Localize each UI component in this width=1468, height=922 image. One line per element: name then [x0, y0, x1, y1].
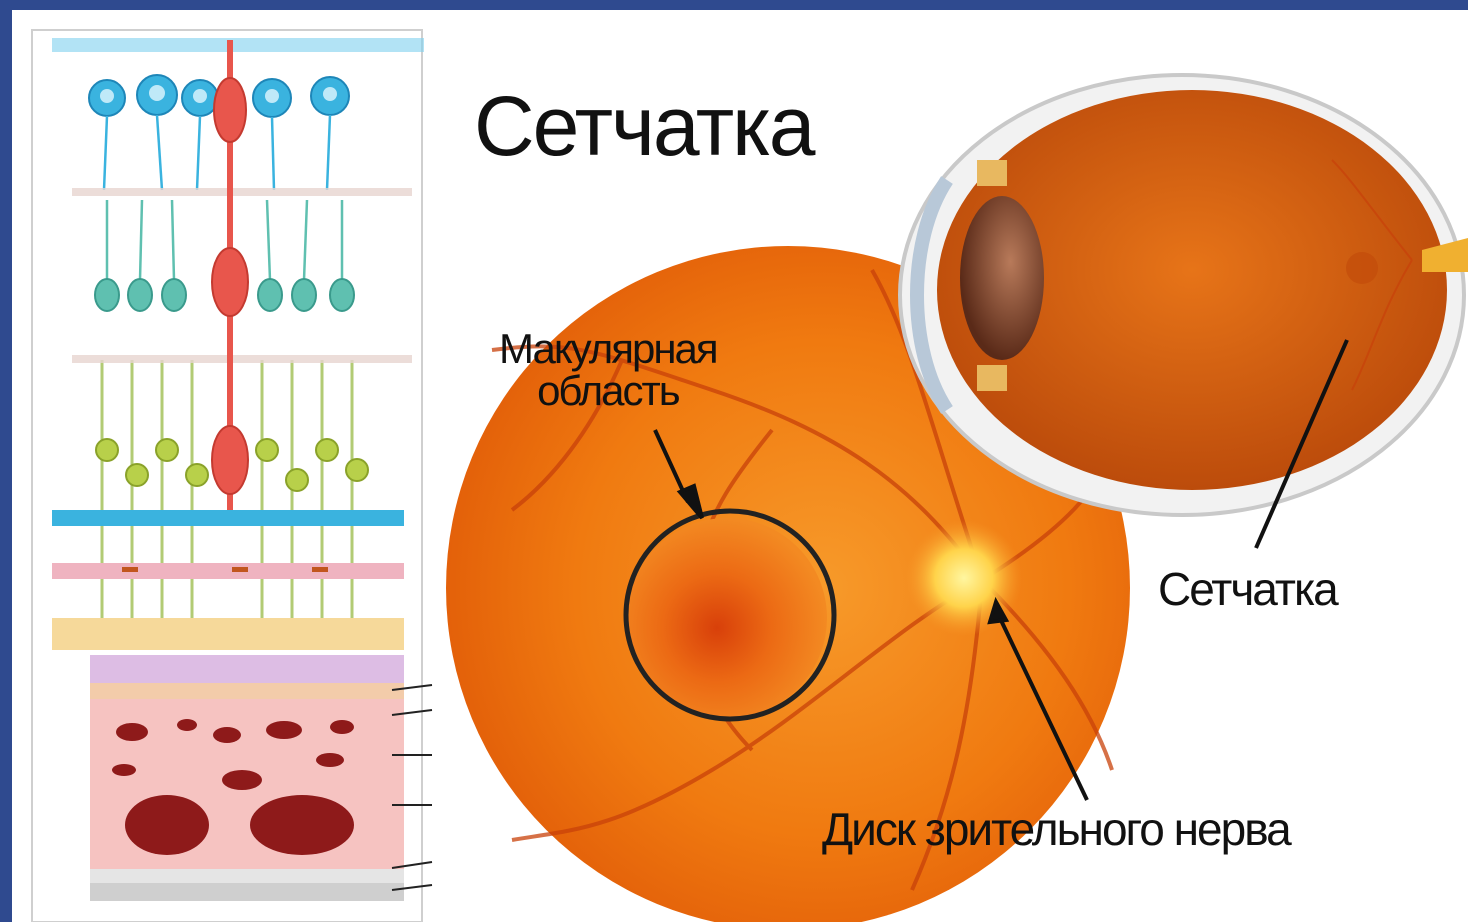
diagram-title: Сетчатка [474, 78, 813, 175]
macula-label: Макулярная область [499, 328, 717, 412]
macula-label-line2: область [499, 370, 717, 412]
band-yellow [52, 618, 404, 650]
optic-disc-label: Диск зрительного нерва [822, 802, 1290, 856]
layer-cross-section [32, 30, 432, 922]
band-blue [52, 510, 404, 526]
eyeball [900, 75, 1468, 515]
band-pink [52, 563, 404, 579]
macula-label-line1: Макулярная [499, 328, 717, 370]
retina-label: Сетчатка [1158, 562, 1337, 616]
diagram-canvas: Сетчатка Макулярная область Сетчатка Дис… [12, 10, 1468, 922]
